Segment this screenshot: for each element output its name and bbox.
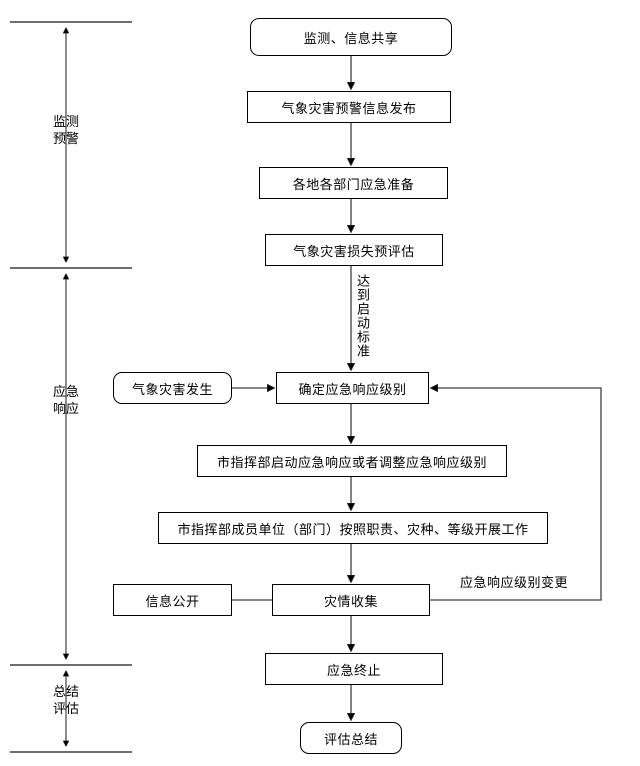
node-assess-summary[interactable]: 评估总结 [300, 722, 402, 754]
node-dept-preparation[interactable]: 各地各部门应急准备 [259, 167, 448, 199]
node-disaster-collect[interactable]: 灾情收集 [272, 584, 430, 616]
flow-arrows [232, 56, 602, 720]
node-info-disclosure[interactable]: 信息公开 [113, 584, 232, 616]
node-loss-preassess[interactable]: 气象灾害损失预评估 [265, 234, 443, 266]
phase-label-monitoring: 监测预警 [52, 115, 79, 147]
node-hq-activate[interactable]: 市指挥部启动应急响应或者调整应急响应级别 [197, 445, 507, 477]
node-monitor-share[interactable]: 监测、信息共享 [250, 18, 452, 56]
edge-label-level-change: 应急响应级别变更 [460, 576, 569, 591]
phase-axis [10, 21, 132, 753]
phase-label-response: 应急响应 [52, 385, 79, 417]
node-determine-level[interactable]: 确定应急响应级别 [276, 372, 429, 404]
edge-label-activation-criteria: 达到启动标准 [354, 274, 369, 358]
node-response-end[interactable]: 应急终止 [265, 653, 443, 685]
phase-label-review: 总结评估 [52, 685, 79, 717]
node-disaster-occurs[interactable]: 气象灾害发生 [113, 372, 232, 404]
node-member-units-work[interactable]: 市指挥部成员单位（部门）按照职责、灾种、等级开展工作 [158, 512, 548, 544]
node-warning-release[interactable]: 气象灾害预警信息发布 [247, 91, 451, 123]
